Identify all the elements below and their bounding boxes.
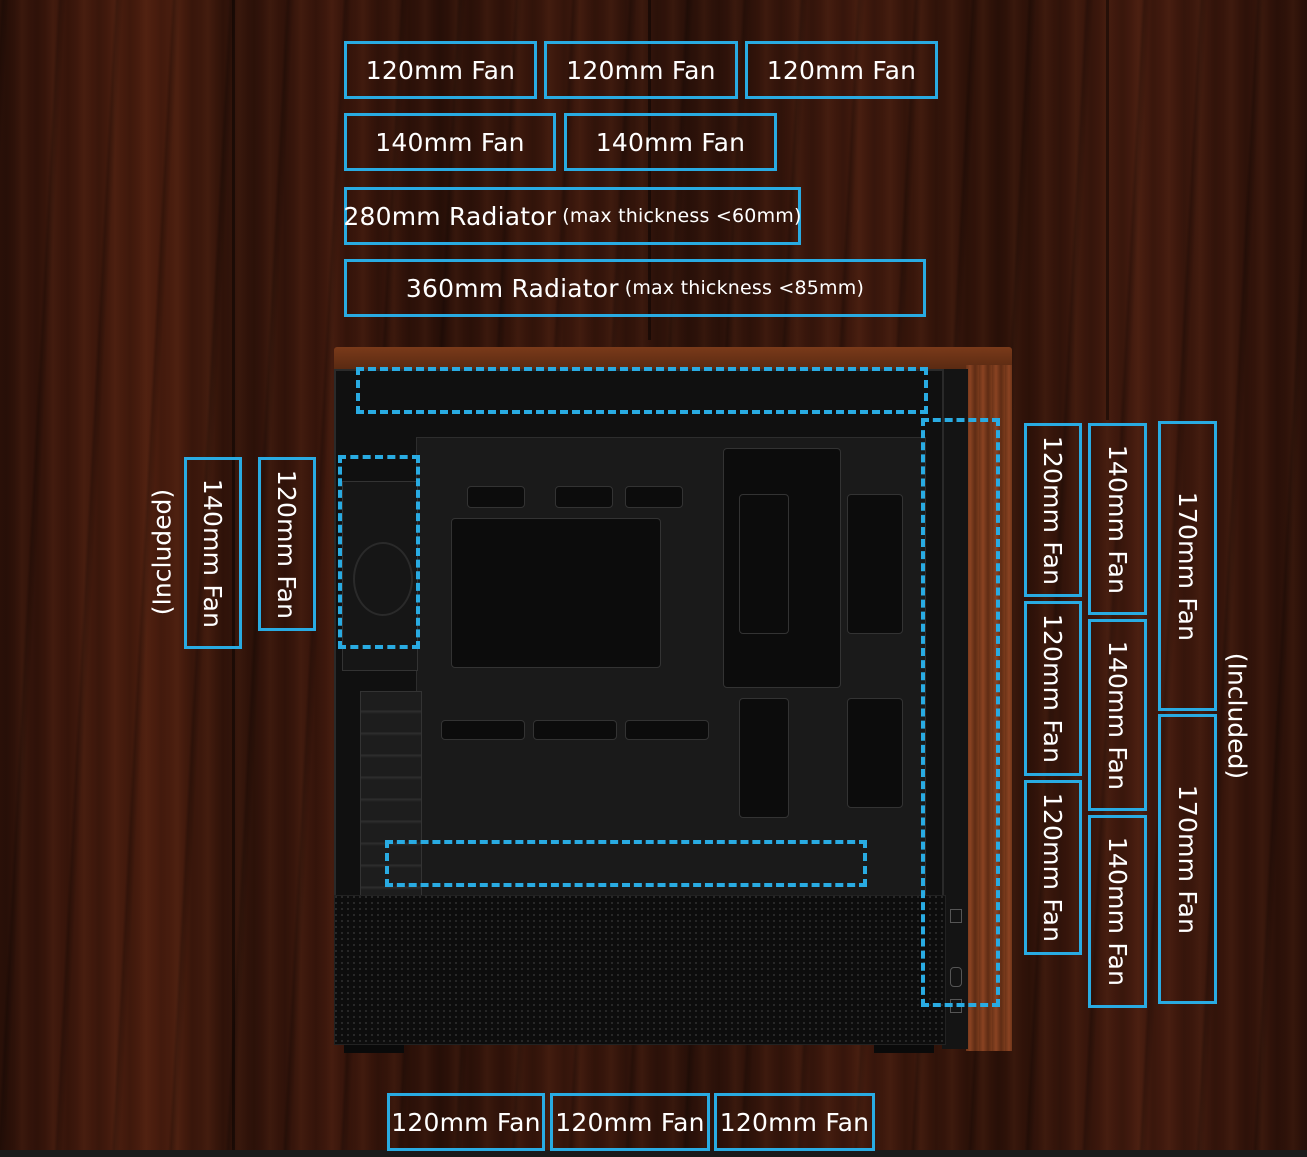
- front-fan-140-label: 140mm Fan: [1088, 619, 1147, 811]
- expansion-slots: [360, 691, 422, 901]
- case-foot: [344, 1045, 404, 1053]
- top-fan-140-label: 140mm Fan: [344, 113, 556, 171]
- radiator-280-thickness: (max thickness <60mm): [562, 205, 802, 227]
- cable-cutout: [441, 720, 525, 740]
- drive-sled: [847, 698, 903, 808]
- front-fan-120-label: 120mm Fan: [1024, 423, 1082, 597]
- top-radiator-280-label: 280mm Radiator(max thickness <60mm): [343, 187, 802, 245]
- front-mount-zone: [921, 418, 1000, 1007]
- cable-cutout: [467, 486, 525, 508]
- motherboard-tray: [416, 437, 926, 907]
- top-fan-140-label: 140mm Fan: [564, 113, 777, 171]
- top-fan-120-label: 120mm Fan: [344, 41, 537, 99]
- front-fan-140-label: 140mm Fan: [1088, 815, 1147, 1008]
- front-io-strip: [942, 369, 968, 1049]
- bottom-mount-zone: [385, 840, 867, 887]
- rear-fan-140-label: 140mm Fan: [184, 457, 242, 649]
- front-port: [950, 967, 962, 987]
- bottom-fan-120-label: 120mm Fan: [550, 1093, 710, 1151]
- rear-fan-included-note: (Included): [147, 488, 177, 616]
- cable-cutout: [555, 486, 613, 508]
- wood-seam: [232, 0, 235, 1150]
- drive-sled: [739, 494, 789, 634]
- wood-front-panel: [966, 365, 1012, 1051]
- bottom-strip: [0, 1150, 1307, 1157]
- front-port: [950, 909, 962, 923]
- rear-fan: [342, 481, 418, 671]
- top-radiator-360-label: 360mm Radiator(max thickness <85mm): [344, 259, 926, 317]
- wood-seam: [1106, 0, 1109, 420]
- front-fan-120-label: 120mm Fan: [1024, 601, 1082, 776]
- front-fan-140-label: 140mm Fan: [1088, 423, 1147, 615]
- cpu-cutout: [451, 518, 661, 668]
- top-fan-120-label: 120mm Fan: [544, 41, 738, 99]
- cable-cutout: [625, 720, 709, 740]
- rear-mount-zone: [338, 455, 420, 649]
- case-interior: [334, 369, 944, 907]
- bottom-fan-120-label: 120mm Fan: [714, 1093, 875, 1151]
- radiator-360-thickness: (max thickness <85mm): [624, 277, 865, 299]
- case-foot: [874, 1045, 934, 1053]
- top-fan-120-label: 120mm Fan: [745, 41, 938, 99]
- front-fan-included-note: (Included): [1222, 652, 1252, 780]
- pc-case: [334, 347, 1014, 1053]
- psu-shroud: [334, 895, 946, 1045]
- top-mount-zone: [356, 367, 928, 414]
- bottom-fan-120-label: 120mm Fan: [387, 1093, 545, 1151]
- rear-fan-120-label: 120mm Fan: [258, 457, 316, 631]
- case-top-panel: [334, 347, 1012, 369]
- front-fan-170-label: 170mm Fan: [1158, 421, 1217, 711]
- front-fan-120-label: 120mm Fan: [1024, 780, 1082, 955]
- cable-cutout: [625, 486, 683, 508]
- front-fan-170-label: 170mm Fan: [1158, 714, 1217, 1004]
- cable-cutout: [533, 720, 617, 740]
- drive-sled: [847, 494, 903, 634]
- gpu-bracket: [739, 698, 789, 818]
